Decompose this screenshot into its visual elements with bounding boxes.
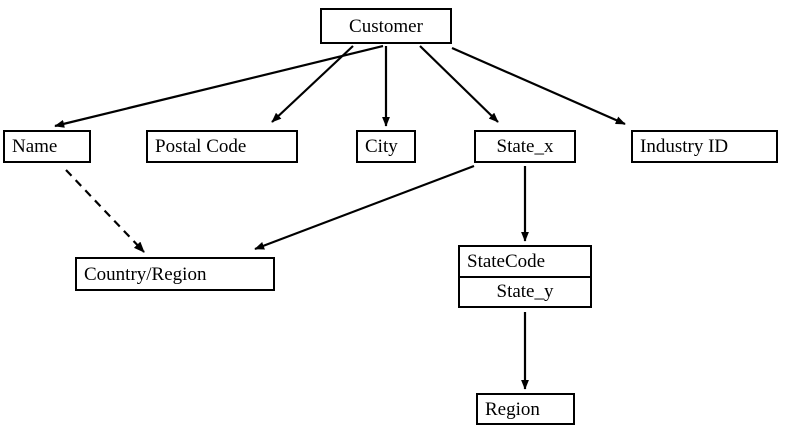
edge-state_x-to-country_region [254, 164, 475, 251]
edge-name-to-country_region [65, 169, 145, 253]
node-postal-code-label: Postal Code [155, 136, 247, 157]
node-postal-code[interactable]: Postal Code [146, 130, 298, 163]
node-industry-id-label: Industry ID [640, 136, 729, 157]
node-industry-id[interactable]: Industry ID [631, 130, 778, 163]
node-customer[interactable]: Customer [320, 8, 452, 44]
node-customer-label: Customer [349, 15, 423, 37]
node-statecode-header-label: StateCode [467, 250, 546, 272]
node-region[interactable]: Region [476, 393, 575, 425]
node-city[interactable]: City [356, 130, 416, 163]
edge-customer-to-postal_code [271, 45, 354, 123]
node-state-x[interactable]: State_x [474, 130, 576, 163]
node-statecode-header: StateCode [460, 247, 590, 278]
node-statecode-state-y-label: State_y [496, 281, 554, 303]
node-state-x-label: State_x [496, 136, 554, 157]
edge-group [54, 44, 626, 390]
node-name[interactable]: Name [3, 130, 91, 163]
node-country-region[interactable]: Country/Region [75, 257, 275, 291]
edge-customer-to-name [54, 44, 384, 128]
node-name-label: Name [12, 136, 58, 157]
edge-customer-to-industry_id [451, 46, 626, 126]
edge-customer-to-state_x [419, 45, 499, 123]
node-country-region-label: Country/Region [84, 263, 207, 285]
node-statecode-state-y: State_y [460, 278, 590, 307]
node-region-label: Region [485, 398, 540, 420]
node-statecode[interactable]: StateCode State_y [458, 245, 592, 308]
node-city-label: City [365, 136, 398, 157]
